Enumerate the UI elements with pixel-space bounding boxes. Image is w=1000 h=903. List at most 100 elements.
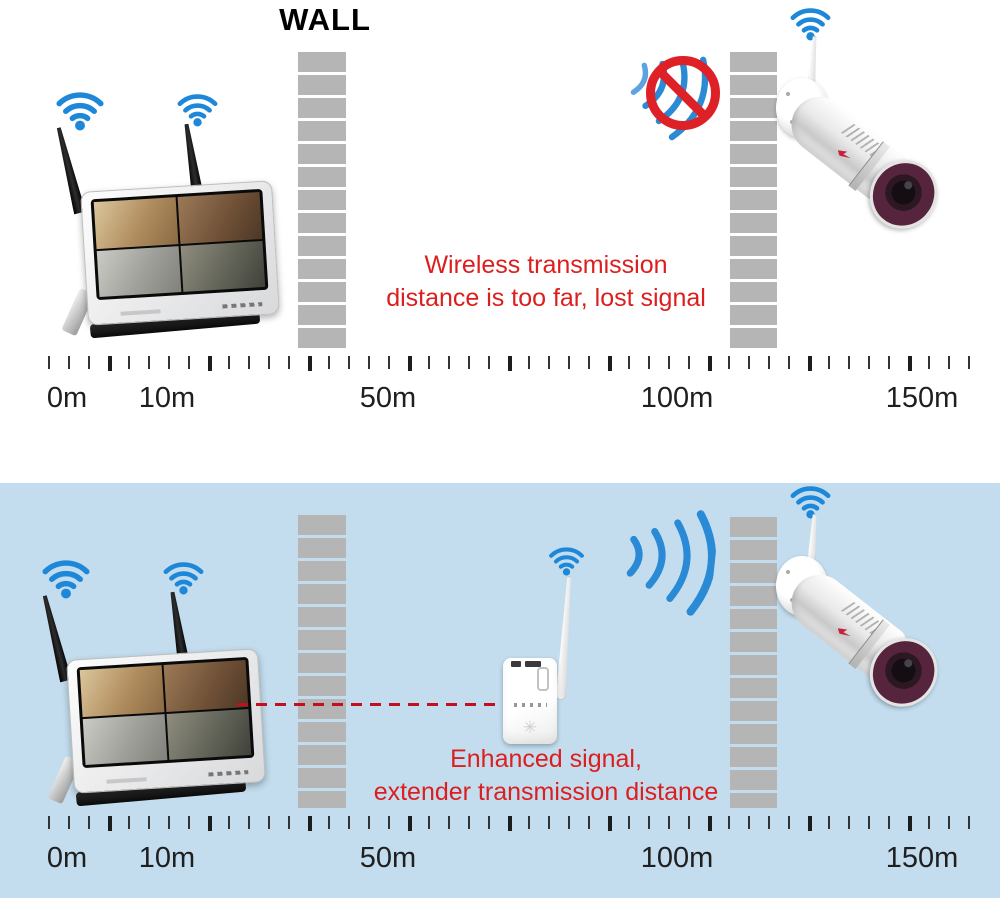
ruler-tick (888, 816, 890, 829)
ruler-tick (688, 816, 690, 829)
ruler-tick (928, 816, 930, 829)
ruler-tick (828, 356, 830, 369)
quad-view-screen (76, 656, 255, 769)
camera-feed-1 (93, 197, 179, 249)
ruler-tick (908, 816, 912, 831)
signal-link-dashed-line (237, 703, 505, 706)
ruler-label: 100m (640, 382, 714, 414)
ruler-tick (948, 816, 950, 829)
wall-title: WALL (279, 2, 371, 37)
ruler-tick (848, 356, 850, 369)
extender-body: ✳ (503, 658, 557, 744)
ruler-tick (548, 816, 550, 829)
ruler-tick (88, 816, 90, 829)
ruler-tick (808, 356, 812, 371)
brick-wall-bottom-left (298, 515, 346, 808)
brand-logo (836, 625, 853, 641)
bottom-message: Enhanced signal, extender transmission d… (286, 743, 806, 809)
ruler-tick (68, 356, 70, 369)
ruler-tick (488, 356, 490, 369)
ruler-tick (868, 816, 870, 829)
ruler-tick (928, 356, 930, 369)
ruler-tick (588, 816, 590, 829)
ruler-tick (568, 816, 570, 829)
camera-body-wrap (777, 84, 958, 245)
ruler-tick (108, 816, 112, 831)
ruler-tick (68, 816, 70, 829)
ruler-tick (268, 816, 270, 829)
ruler-tick (948, 356, 950, 369)
ruler-tick (628, 816, 630, 829)
brand-logo (836, 147, 853, 163)
extender-port (525, 661, 541, 667)
ruler-tick (788, 816, 790, 829)
ruler-tick (408, 816, 412, 831)
ruler-tick (388, 356, 390, 369)
ruler-label: 10m (138, 382, 196, 414)
ruler-label: 50m (359, 382, 417, 414)
ruler-tick (108, 356, 112, 371)
ruler-label: 0m (46, 842, 88, 874)
ruler-tick (188, 356, 190, 369)
brick-wall-top-right (730, 52, 777, 348)
ruler-tick (268, 356, 270, 369)
ruler-label: 150m (885, 842, 959, 874)
ruler-tick (708, 356, 712, 371)
ruler-tick (428, 356, 430, 369)
ruler-tick (968, 816, 970, 829)
ruler-tick (608, 816, 612, 831)
camera-feed-4 (180, 240, 266, 292)
ruler-tick (548, 356, 550, 369)
extender-port (511, 661, 521, 667)
nvr-monitor-top (44, 85, 324, 355)
ruler-tick (508, 356, 512, 371)
wireless-camera-top (762, 0, 952, 243)
top-message-line1: Wireless transmission (424, 251, 668, 279)
ruler-tick (708, 816, 712, 831)
extender-antenna (555, 576, 575, 700)
ruler-tick (648, 356, 650, 369)
brand-mark (106, 777, 147, 784)
ruler-tick (488, 816, 490, 829)
distance-ruler-bottom: 0m 10m 50m 100m 150m (0, 816, 1000, 891)
ruler-tick (308, 356, 312, 371)
wifi-icon (174, 88, 221, 127)
ruler-tick (248, 816, 250, 829)
ruler-tick (828, 816, 830, 829)
ruler-tick (128, 816, 130, 829)
nvr-monitor-bottom (30, 553, 310, 823)
monitor-body (66, 648, 266, 794)
camera-feed-3 (96, 245, 182, 297)
ruler-tick (168, 356, 170, 369)
ruler-tick (208, 356, 212, 371)
ruler-label: 50m (359, 842, 417, 874)
ruler-tick (608, 356, 612, 371)
monitor-body (80, 180, 280, 326)
ruler-tick (908, 356, 912, 371)
ruler-tick (528, 816, 530, 829)
ruler-tick (728, 356, 730, 369)
brick-wall-bottom-right (730, 517, 777, 808)
ruler-tick (248, 356, 250, 369)
ruler-tick (768, 356, 770, 369)
ruler-label: 10m (138, 842, 196, 874)
ruler-tick (968, 356, 970, 369)
wifi-icon (787, 480, 834, 519)
ruler-tick (788, 356, 790, 369)
ruler-tick (328, 356, 330, 369)
ruler-tick (348, 356, 350, 369)
camera-feed-1 (79, 665, 165, 717)
monitor-buttons (222, 302, 263, 309)
ruler-tick (348, 816, 350, 829)
brick-wall-top-left (298, 52, 346, 348)
ruler-tick (868, 356, 870, 369)
screw (786, 92, 790, 96)
brand-mark (120, 309, 161, 316)
bottom-message-line1: Enhanced signal, (450, 745, 642, 773)
ruler-label: 100m (640, 842, 714, 874)
top-message: Wireless transmission distance is too fa… (286, 249, 806, 315)
ruler-tick (808, 816, 812, 831)
ruler-tick (408, 356, 412, 371)
ruler-tick (48, 816, 50, 829)
